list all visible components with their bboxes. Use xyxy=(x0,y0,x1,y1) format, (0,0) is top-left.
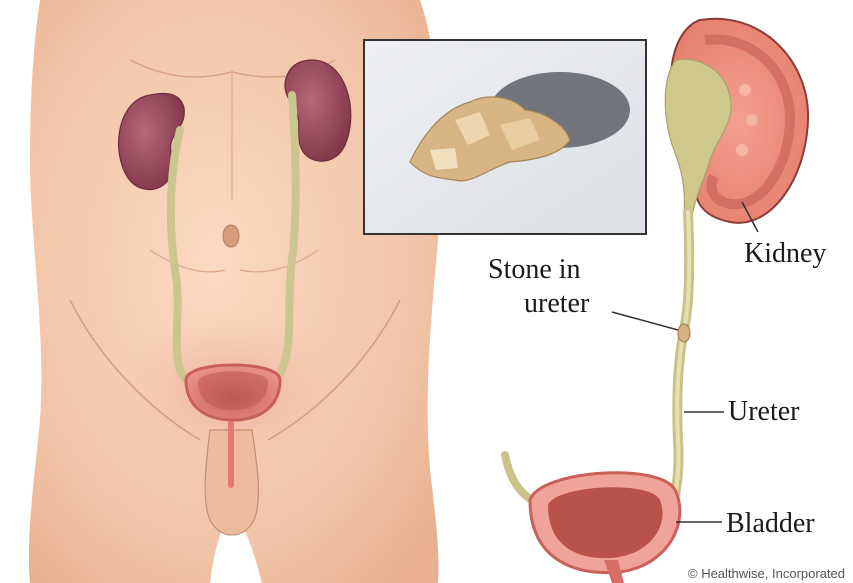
navel xyxy=(223,225,239,247)
calyx-3 xyxy=(736,144,748,156)
urethra xyxy=(228,410,234,488)
stone-photo xyxy=(364,40,646,234)
label-ureter: Ureter xyxy=(728,396,800,427)
calyx-1 xyxy=(739,84,751,96)
label-kidney: Kidney xyxy=(744,238,826,269)
calyx-2 xyxy=(746,114,758,126)
label-bladder: Bladder xyxy=(726,508,815,539)
copyright-credit: © Healthwise, Incorporated xyxy=(688,566,845,581)
label-stone-in-ureter-line1: Stone in xyxy=(488,254,581,285)
label-stone-in-ureter-line2: ureter xyxy=(524,288,590,319)
ureter-stone xyxy=(678,324,690,342)
leader-stone xyxy=(612,312,678,330)
